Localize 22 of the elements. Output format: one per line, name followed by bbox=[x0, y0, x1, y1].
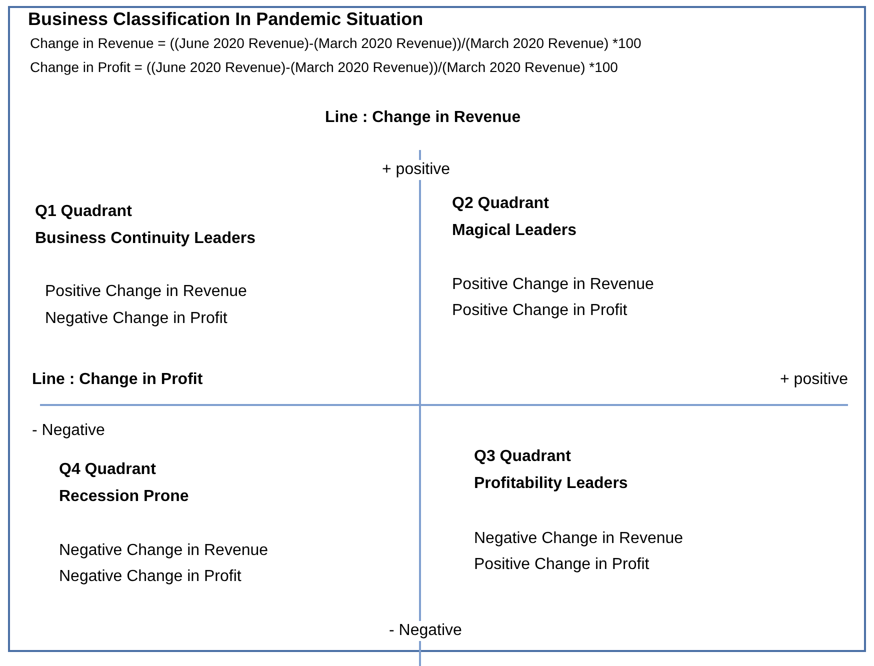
heading-label: Q1 Quadrant bbox=[33, 202, 134, 222]
heading-label: Magical Leaders bbox=[450, 221, 578, 241]
heading-label: Line : Change in Profit bbox=[30, 370, 205, 390]
text-label: Positive Change in Profit bbox=[472, 555, 652, 575]
text-label: - Negative bbox=[387, 621, 464, 641]
text-label: Positive Change in Revenue bbox=[450, 275, 656, 295]
text-label: Negative Change in Profit bbox=[43, 309, 230, 329]
heading-label: Line : Change in Revenue bbox=[323, 108, 523, 128]
text-label: + positive bbox=[778, 370, 850, 390]
text-label: - Negative bbox=[30, 421, 107, 441]
text-label: Positive Change in Profit bbox=[450, 301, 630, 321]
text-label: Negative Change in Revenue bbox=[472, 529, 686, 549]
heading-label: Profitability Leaders bbox=[472, 474, 630, 494]
text-label: Negative Change in Profit bbox=[57, 567, 244, 587]
heading-label: Q4 Quadrant bbox=[57, 460, 158, 480]
heading-label: Q3 Quadrant bbox=[472, 447, 573, 467]
text-label: Positive Change in Revenue bbox=[43, 282, 249, 302]
heading-label: Business Continuity Leaders bbox=[33, 229, 258, 249]
text-label: + positive bbox=[380, 160, 452, 180]
heading-label: Q2 Quadrant bbox=[450, 194, 551, 214]
text-label: Negative Change in Revenue bbox=[57, 541, 270, 561]
title: Business Classification In Pandemic Situation bbox=[28, 8, 424, 30]
